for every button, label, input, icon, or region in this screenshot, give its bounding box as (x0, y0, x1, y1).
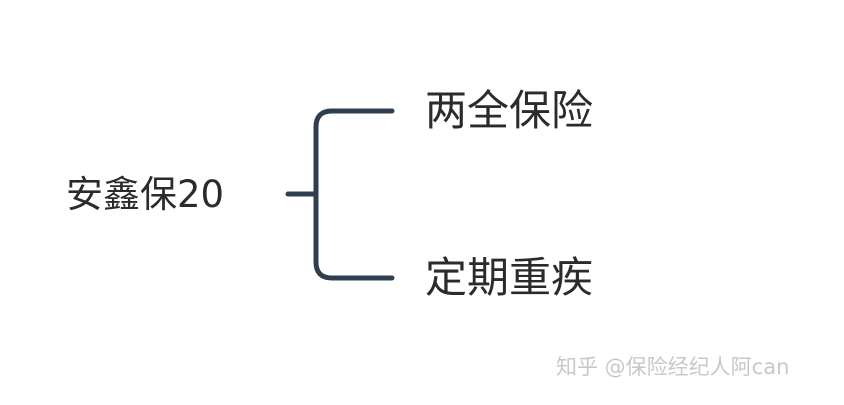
child-node-2: 定期重疾 (425, 253, 594, 302)
root-node: 安鑫保20 (66, 173, 225, 216)
connector-bracket (313, 108, 395, 281)
child-node-1: 两全保险 (425, 86, 594, 135)
watermark: 知乎 @保险经纪人阿can (556, 355, 790, 379)
